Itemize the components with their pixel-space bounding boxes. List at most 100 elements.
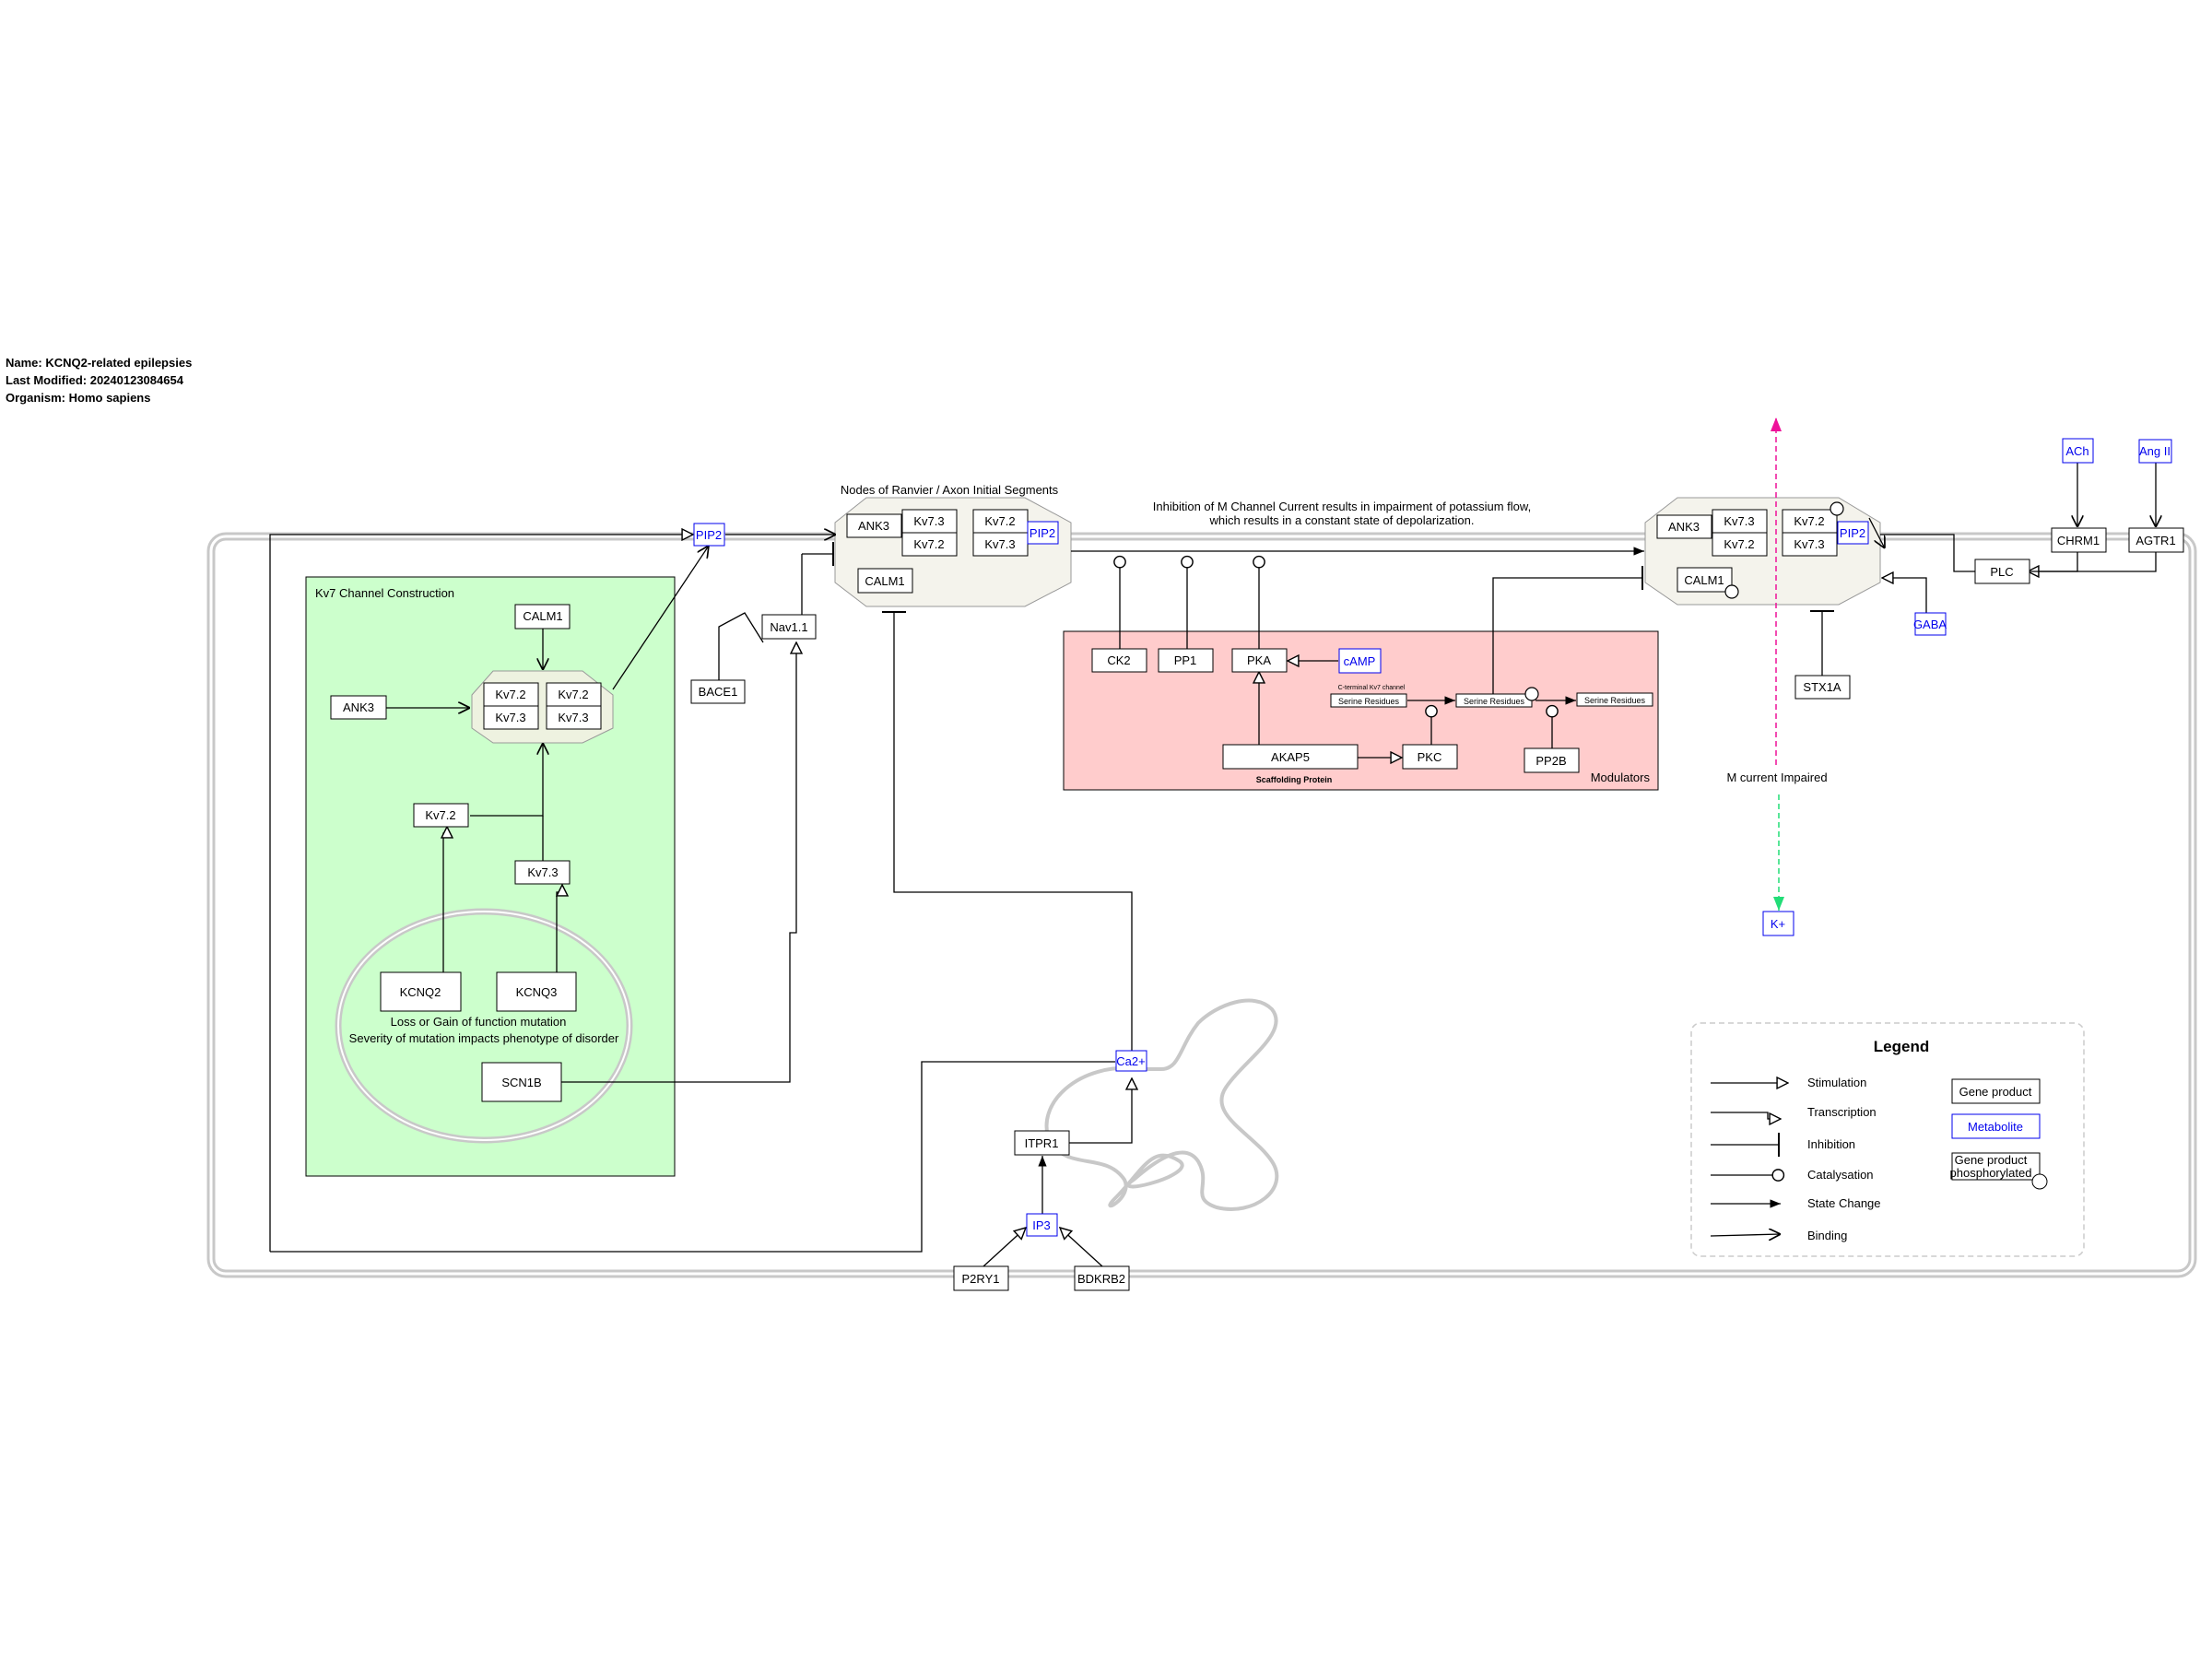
gene-kv72-b[interactable]: Kv7.2 bbox=[546, 682, 602, 707]
metabolite-k[interactable]: K+ bbox=[1762, 911, 1794, 936]
gene-ck2[interactable]: CK2 bbox=[1091, 648, 1147, 673]
gene-kv73-node1-b[interactable]: Kv7.3 bbox=[972, 532, 1029, 557]
gene-kv73-a[interactable]: Kv7.3 bbox=[483, 705, 539, 730]
chrm1-stimulates-plc bbox=[2028, 552, 2078, 571]
metabolite-ip3[interactable]: IP3 bbox=[1026, 1213, 1058, 1237]
legend-transcription-label: Transcription bbox=[1807, 1105, 1877, 1119]
metabolite-pip2-node2[interactable]: PIP2 bbox=[1837, 521, 1869, 545]
gene-kv72-node1-a[interactable]: Kv7.2 bbox=[901, 532, 958, 557]
serine-residue-1-label: Serine Residues bbox=[1338, 697, 1400, 706]
legend-binding-label: Binding bbox=[1807, 1229, 1847, 1242]
legend-binding-line bbox=[1710, 1234, 1781, 1236]
gene-calm1-group[interactable]: CALM1 bbox=[514, 604, 571, 629]
gene-kcnq2-label: KCNQ2 bbox=[400, 985, 441, 999]
gene-ck2-label: CK2 bbox=[1107, 653, 1130, 667]
gene-kv73-b-label: Kv7.3 bbox=[558, 711, 588, 724]
scn1b-stimulates-nav bbox=[561, 642, 796, 1083]
gene-kv72-node2-b-label: Kv7.2 bbox=[1794, 514, 1824, 528]
node2-arrow bbox=[1868, 517, 1885, 548]
gene-pka[interactable]: PKA bbox=[1231, 648, 1288, 673]
agtr1-stimulates-plc bbox=[2028, 552, 2157, 572]
modulators-inhibit-node2 bbox=[1492, 566, 1643, 699]
legend-inhibition-label: Inhibition bbox=[1807, 1137, 1855, 1151]
gene-pp2b-label: PP2B bbox=[1535, 754, 1566, 768]
gene-ank3-node1[interactable]: ANK3 bbox=[846, 513, 902, 538]
metabolite-ach[interactable]: ACh bbox=[2062, 438, 2094, 464]
gene-nav[interactable]: Nav1.1 bbox=[761, 614, 817, 640]
gaba-stimulates-node2 bbox=[1882, 578, 1927, 613]
gene-kv73-single[interactable]: Kv7.3 bbox=[514, 860, 571, 885]
gene-kv72-a-label: Kv7.2 bbox=[495, 688, 525, 701]
membrane-right-line bbox=[1880, 534, 1975, 572]
gene-products: CALM1 ANK3 Kv7.2 Kv7.3 Kv7.2 Kv7.3 Kv7.2… bbox=[330, 509, 2184, 1291]
metabolite-camp[interactable]: cAMP bbox=[1338, 648, 1382, 674]
gene-kv72-node1-b-label: Kv7.2 bbox=[984, 514, 1015, 528]
gene-itpr1[interactable]: ITPR1 bbox=[1014, 1130, 1070, 1156]
metabolite-gaba[interactable]: GABA bbox=[1913, 612, 1947, 636]
gene-kv72-node2-a[interactable]: Kv7.2 bbox=[1712, 532, 1768, 557]
mutation-ellipse bbox=[335, 908, 633, 1144]
gene-scn1b[interactable]: SCN1B bbox=[481, 1062, 562, 1102]
metabolite-pip2-a[interactable]: PIP2 bbox=[693, 523, 725, 547]
gene-kcnq3-label: KCNQ3 bbox=[516, 985, 558, 999]
gene-plc[interactable]: PLC bbox=[1974, 559, 2030, 584]
gene-chrm1-label: CHRM1 bbox=[2057, 534, 2100, 547]
kcnq2-transcription bbox=[443, 827, 447, 972]
mutation-label-2: Severity of mutation impacts phenotype o… bbox=[349, 1031, 619, 1045]
metabolite-pip2-node1-label: PIP2 bbox=[1030, 526, 1055, 540]
gene-kcnq3[interactable]: KCNQ3 bbox=[496, 971, 577, 1012]
gene-stx1a-label: STX1A bbox=[1803, 680, 1841, 694]
gene-akap5[interactable]: AKAP5 bbox=[1222, 744, 1359, 770]
legend-phospho-label-2: phosphorylated bbox=[1950, 1166, 2032, 1180]
metabolite-ca[interactable]: Ca2+ bbox=[1115, 1050, 1147, 1072]
gene-kv72-a[interactable]: Kv7.2 bbox=[483, 682, 539, 707]
bdkrb2-stimulates-ip3 bbox=[1060, 1228, 1103, 1267]
mutation-label-1: Loss or Gain of function mutation bbox=[391, 1015, 567, 1029]
gene-ank3-group[interactable]: ANK3 bbox=[330, 695, 387, 720]
gene-kv73-node2-a[interactable]: Kv7.3 bbox=[1712, 509, 1768, 534]
gene-kv73-node1-a[interactable]: Kv7.3 bbox=[901, 509, 958, 534]
serine-residue-1[interactable]: Serine Residues bbox=[1330, 693, 1407, 708]
legend-gene-product-box bbox=[1951, 1078, 2041, 1104]
gene-agtr1[interactable]: AGTR1 bbox=[2128, 527, 2184, 553]
gene-kv72-node1-b[interactable]: Kv7.2 bbox=[972, 509, 1029, 534]
gene-pp1-label: PP1 bbox=[1174, 653, 1197, 667]
gene-kv73-node2-b[interactable]: Kv7.3 bbox=[1782, 532, 1838, 557]
legend-phospho-label-1: Gene product bbox=[1955, 1153, 2028, 1167]
gene-pp2b[interactable]: PP2B bbox=[1524, 747, 1580, 773]
serine-residue-2[interactable]: Serine Residues bbox=[1455, 693, 1533, 708]
inhibition-label-1: Inhibition of M Channel Current results … bbox=[1153, 500, 1531, 513]
gene-bace1[interactable]: BACE1 bbox=[690, 679, 746, 704]
gene-pkc-label: PKC bbox=[1418, 750, 1442, 764]
kv7-group-label: Kv7 Channel Construction bbox=[315, 586, 454, 600]
gene-pka-label: PKA bbox=[1247, 653, 1271, 667]
legend-metabolite-label: Metabolite bbox=[1968, 1120, 2023, 1134]
gene-calm1-node1[interactable]: CALM1 bbox=[857, 568, 913, 594]
gene-bdkrb2[interactable]: BDKRB2 bbox=[1074, 1265, 1130, 1291]
gene-kcnq2[interactable]: KCNQ2 bbox=[380, 971, 462, 1012]
gene-ank3-node1-label: ANK3 bbox=[858, 519, 889, 533]
metabolite-ach-label: ACh bbox=[2065, 444, 2088, 458]
metabolite-gaba-label: GABA bbox=[1913, 618, 1947, 631]
legend-phospho-box bbox=[1951, 1152, 2041, 1181]
gene-kv73-node2-b-label: Kv7.3 bbox=[1794, 537, 1824, 551]
metabolite-pip2-node1[interactable]: PIP2 bbox=[1027, 521, 1059, 545]
gene-kv72-node2-b[interactable]: Kv7.2 bbox=[1782, 509, 1838, 534]
gene-kv73-b[interactable]: Kv7.3 bbox=[546, 705, 602, 730]
gene-ank3-node2[interactable]: ANK3 bbox=[1656, 514, 1712, 539]
gene-calm1-node2[interactable]: CALM1 bbox=[1677, 567, 1733, 593]
gene-p2ry1[interactable]: P2RY1 bbox=[953, 1265, 1009, 1291]
gene-calm1-label: CALM1 bbox=[523, 609, 562, 623]
gene-pp1[interactable]: PP1 bbox=[1158, 648, 1214, 673]
gene-ank3-label: ANK3 bbox=[343, 700, 374, 714]
serine-residue-3[interactable]: Serine Residues bbox=[1576, 692, 1653, 707]
serine-residue-2-label: Serine Residues bbox=[1464, 697, 1525, 706]
legend-catalysation-label: Catalysation bbox=[1807, 1168, 1874, 1182]
gene-kv72-node1-a-label: Kv7.2 bbox=[913, 537, 944, 551]
gene-chrm1[interactable]: CHRM1 bbox=[2051, 527, 2107, 553]
gene-kv72-single[interactable]: Kv7.2 bbox=[413, 803, 469, 828]
gene-pkc[interactable]: PKC bbox=[1402, 744, 1458, 770]
metabolite-angii[interactable]: Ang II bbox=[2138, 439, 2172, 464]
gene-stx1a[interactable]: STX1A bbox=[1794, 675, 1851, 700]
